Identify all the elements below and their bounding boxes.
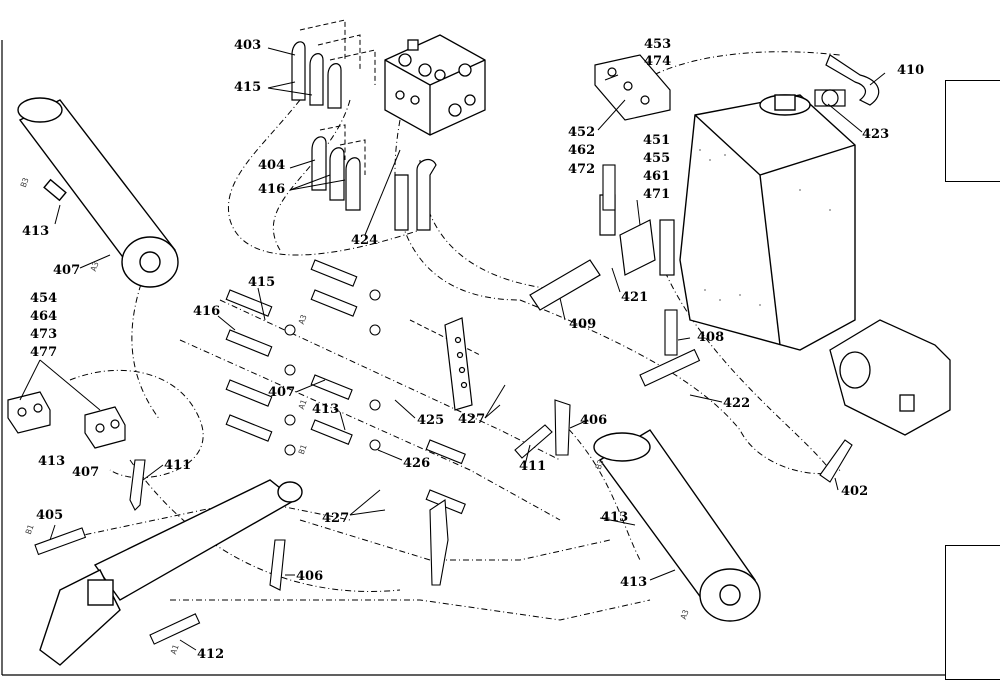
steering-cylinder-right [593, 429, 761, 622]
callout-423: 423 [862, 127, 890, 142]
callout-408: 408 [697, 330, 725, 345]
callout-415: 415 [234, 80, 262, 95]
callout-474: 474 [644, 54, 672, 69]
callout-407-c: 407 [72, 465, 100, 480]
callout-406-b: 406 [296, 569, 324, 584]
hydraulic-pump [829, 319, 951, 436]
callout-464: 464 [30, 309, 58, 324]
callout-413-d: 413 [601, 510, 629, 525]
hydraulic-tank [679, 94, 856, 351]
callout-406-a: 406 [580, 413, 608, 428]
callout-411-b: 411 [164, 458, 192, 473]
callout-472: 472 [568, 162, 596, 177]
callout-427-b: 427 [322, 511, 350, 526]
callout-424: 424 [351, 233, 379, 248]
upper-right-tab [945, 80, 1000, 182]
callout-416-b: 416 [193, 304, 221, 319]
callout-421: 421 [621, 290, 649, 305]
steering-cylinder-left [17, 97, 179, 288]
control-valve-block [384, 34, 486, 136]
callout-415-b: 415 [248, 275, 276, 290]
callout-409: 409 [569, 317, 597, 332]
callout-412: 412 [197, 647, 225, 662]
callout-473: 473 [30, 327, 58, 342]
return-hose [825, 54, 880, 106]
callout-452: 452 [568, 125, 596, 140]
callout-461: 461 [643, 169, 671, 184]
callout-416: 416 [258, 182, 286, 197]
callout-426: 426 [403, 456, 431, 471]
leader-lines [19, 47, 886, 651]
nuts [284, 289, 381, 456]
callout-407-a: 407 [53, 263, 81, 278]
lift-cylinder [39, 479, 303, 666]
callout-427-a: 427 [458, 412, 486, 427]
callout-413-a: 413 [22, 224, 50, 239]
mounting-plate [444, 317, 473, 411]
callout-411-a: 411 [519, 459, 547, 474]
upper-hoses [291, 41, 437, 231]
valve-brackets [299, 19, 481, 356]
callout-471: 471 [643, 187, 671, 202]
callout-454: 454 [30, 291, 58, 306]
callout-410: 410 [897, 63, 925, 78]
callout-462: 462 [568, 143, 596, 158]
callout-455: 455 [643, 151, 671, 166]
manifold-block [594, 54, 671, 121]
callout-451: 451 [643, 133, 671, 148]
lower-right-tab [945, 545, 1000, 680]
callout-404: 404 [258, 158, 286, 173]
callout-422: 422 [723, 396, 751, 411]
filler-cap [814, 89, 846, 107]
callout-477: 477 [30, 345, 58, 360]
callout-453: 453 [644, 37, 672, 52]
callout-405: 405 [36, 508, 64, 523]
callout-425: 425 [417, 413, 445, 428]
callout-407-b: 407 [268, 385, 296, 400]
elbow-hoses [129, 399, 853, 591]
filter-assembly [529, 194, 675, 311]
clamp-blocks [7, 391, 126, 449]
callout-402: 402 [841, 484, 869, 499]
callout-413-e: 413 [620, 575, 648, 590]
hose-routes [59, 51, 841, 621]
callout-403: 403 [234, 38, 262, 53]
fitting-bolts [34, 164, 701, 645]
callout-413-c: 413 [38, 454, 66, 469]
callout-413-b: 413 [312, 402, 340, 417]
